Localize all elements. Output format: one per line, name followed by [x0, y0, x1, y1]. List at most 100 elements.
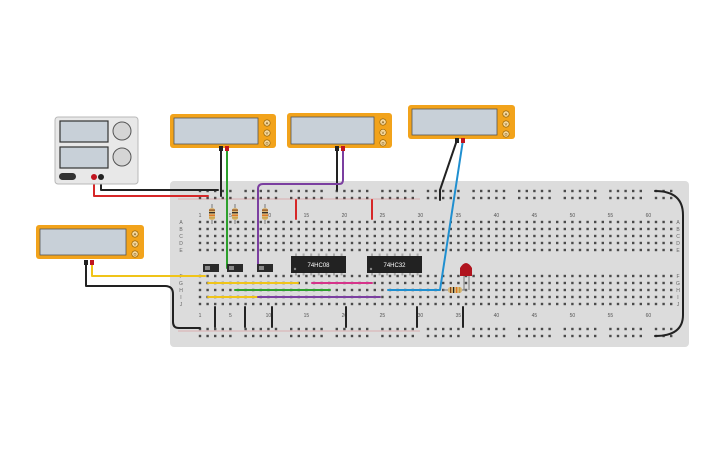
- rail-hole[interactable]: [350, 189, 354, 193]
- breadboard-hole[interactable]: [495, 302, 498, 306]
- breadboard-hole[interactable]: [639, 302, 642, 306]
- breadboard-hole[interactable]: [282, 234, 285, 238]
- rail-hole[interactable]: [639, 196, 642, 200]
- breadboard-hole[interactable]: [206, 288, 209, 292]
- breadboard-hole[interactable]: [578, 220, 582, 224]
- rail-hole[interactable]: [320, 327, 323, 331]
- rail-hole[interactable]: [404, 327, 407, 331]
- breadboard-hole[interactable]: [267, 234, 270, 238]
- breadboard-hole[interactable]: [244, 274, 247, 278]
- rail-hole[interactable]: [540, 334, 544, 338]
- breadboard-hole[interactable]: [601, 241, 604, 245]
- power-supply[interactable]: [54, 116, 139, 185]
- breadboard-hole[interactable]: [252, 248, 255, 252]
- breadboard-hole[interactable]: [426, 295, 430, 299]
- breadboard-hole[interactable]: [449, 302, 452, 306]
- multimeter-2[interactable]: AVΩ: [287, 113, 392, 148]
- rail-hole[interactable]: [343, 327, 346, 331]
- probe-terminal[interactable]: [90, 260, 94, 265]
- breadboard-hole[interactable]: [616, 220, 620, 224]
- breadboard-hole[interactable]: [350, 220, 354, 224]
- rail-hole[interactable]: [457, 334, 460, 338]
- breadboard-hole[interactable]: [624, 248, 627, 252]
- mode-button-icon[interactable]: [263, 139, 271, 147]
- breadboard-hole[interactable]: [305, 281, 308, 285]
- rail-hole[interactable]: [312, 196, 316, 200]
- breadboard-hole[interactable]: [404, 241, 407, 245]
- breadboard-hole[interactable]: [457, 302, 460, 306]
- breadboard-hole[interactable]: [510, 248, 513, 252]
- breadboard-hole[interactable]: [366, 274, 369, 278]
- rail-hole[interactable]: [259, 189, 262, 193]
- rail-hole[interactable]: [594, 334, 597, 338]
- rail-hole[interactable]: [426, 189, 430, 193]
- rail-hole[interactable]: [221, 334, 224, 338]
- rail-hole[interactable]: [426, 334, 430, 338]
- breadboard-hole[interactable]: [495, 241, 498, 245]
- breadboard-hole[interactable]: [540, 281, 544, 285]
- breadboard-hole[interactable]: [487, 220, 490, 224]
- breadboard-hole[interactable]: [259, 302, 262, 306]
- breadboard-hole[interactable]: [495, 234, 498, 238]
- rail-hole[interactable]: [533, 196, 536, 200]
- breadboard-hole[interactable]: [662, 281, 665, 285]
- rail-hole[interactable]: [571, 189, 574, 193]
- breadboard-hole[interactable]: [381, 227, 384, 231]
- breadboard-hole[interactable]: [578, 241, 582, 245]
- rail-hole[interactable]: [396, 334, 399, 338]
- breadboard-hole[interactable]: [252, 234, 255, 238]
- rail-hole[interactable]: [214, 196, 217, 200]
- breadboard-hole[interactable]: [632, 220, 635, 224]
- breadboard-hole[interactable]: [388, 274, 392, 278]
- breadboard-hole[interactable]: [221, 274, 224, 278]
- breadboard-hole[interactable]: [624, 220, 627, 224]
- breadboard-hole[interactable]: [426, 220, 430, 224]
- breadboard-hole[interactable]: [525, 274, 528, 278]
- breadboard-hole[interactable]: [305, 227, 308, 231]
- wire-rail-loop[interactable]: [654, 190, 684, 337]
- rail-hole[interactable]: [214, 327, 217, 331]
- rail-hole[interactable]: [221, 196, 224, 200]
- breadboard-hole[interactable]: [214, 302, 217, 306]
- rail-hole[interactable]: [594, 327, 597, 331]
- breadboard-hole[interactable]: [267, 227, 270, 231]
- breadboard-hole[interactable]: [274, 302, 278, 306]
- breadboard-hole[interactable]: [518, 241, 521, 245]
- breadboard-hole[interactable]: [274, 274, 278, 278]
- breadboard-hole[interactable]: [259, 274, 262, 278]
- breadboard-hole[interactable]: [670, 295, 673, 299]
- rail-hole[interactable]: [578, 334, 582, 338]
- breadboard-hole[interactable]: [358, 248, 361, 252]
- breadboard-hole[interactable]: [556, 281, 559, 285]
- breadboard-hole[interactable]: [525, 220, 528, 224]
- breadboard-hole[interactable]: [480, 288, 483, 292]
- breadboard[interactable]: 1155101015152020252530303535404045455050…: [170, 181, 689, 347]
- rail-hole[interactable]: [442, 189, 445, 193]
- breadboard-hole[interactable]: [358, 234, 361, 238]
- breadboard-hole[interactable]: [396, 248, 399, 252]
- breadboard-hole[interactable]: [601, 295, 604, 299]
- breadboard-hole[interactable]: [297, 220, 300, 224]
- rail-hole[interactable]: [571, 334, 574, 338]
- breadboard-hole[interactable]: [229, 234, 232, 238]
- rail-hole[interactable]: [609, 189, 612, 193]
- rail-hole[interactable]: [472, 196, 475, 200]
- breadboard-hole[interactable]: [601, 227, 604, 231]
- rail-hole[interactable]: [449, 334, 452, 338]
- breadboard-hole[interactable]: [647, 248, 650, 252]
- switch-knob[interactable]: [205, 266, 210, 270]
- breadboard-hole[interactable]: [259, 234, 262, 238]
- breadboard-hole[interactable]: [350, 288, 354, 292]
- rail-hole[interactable]: [502, 189, 506, 193]
- breadboard-hole[interactable]: [404, 295, 407, 299]
- rail-hole[interactable]: [632, 196, 635, 200]
- breadboard-hole[interactable]: [320, 220, 323, 224]
- breadboard-hole[interactable]: [236, 220, 240, 224]
- breadboard-hole[interactable]: [404, 234, 407, 238]
- breadboard-hole[interactable]: [480, 295, 483, 299]
- breadboard-hole[interactable]: [388, 281, 392, 285]
- breadboard-hole[interactable]: [487, 248, 490, 252]
- breadboard-hole[interactable]: [586, 248, 589, 252]
- breadboard-hole[interactable]: [214, 288, 217, 292]
- breadboard-hole[interactable]: [563, 220, 566, 224]
